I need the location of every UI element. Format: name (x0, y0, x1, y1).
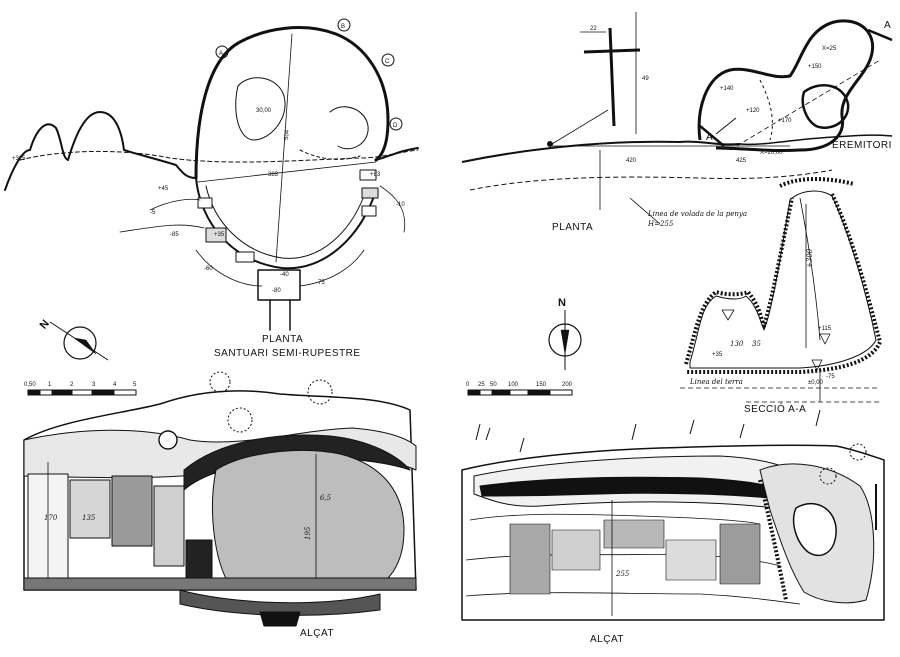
right-elevation-drawing (461, 409, 885, 621)
plan-dimension: X=20,00 (760, 150, 783, 156)
plan-dimension: +120 (746, 108, 760, 114)
section-dimension: +300 (806, 248, 814, 268)
scale-tick: 0,50 (24, 382, 36, 388)
left-elevation-labels: 170 135 195 6,5 ALÇAT (44, 494, 334, 639)
right-elevation-title: ALÇAT (590, 634, 624, 645)
plan-dimension: +140 (720, 86, 734, 92)
elevation-dimension: 170 (44, 514, 58, 522)
cross-dimension: 49 (642, 76, 649, 82)
point-c-label: C (385, 59, 390, 65)
left-plan-title: PLANTA (262, 334, 303, 345)
scale-tick: 25 (478, 382, 485, 388)
right-scale-bar: 0 25 50 100 150 200 (466, 382, 573, 396)
plan-dimension: +150 (808, 64, 822, 70)
scale-tick: 5 (133, 382, 137, 388)
level-label: -60 (204, 266, 213, 272)
level-label: +35 (214, 232, 225, 238)
level-label: -5 (150, 210, 156, 216)
section-dimension: ±0,00 (808, 380, 824, 386)
rock-overhang-height: H=255 (647, 220, 674, 228)
left-scale-bar: 0,50 1 2 3 4 5 (24, 382, 137, 396)
right-north-label: N (558, 297, 566, 309)
right-north-arrow: N (548, 297, 582, 370)
eremitori-label: EREMITORI (832, 140, 892, 151)
scale-tick: 4 (113, 382, 117, 388)
section-aa-drawing (680, 177, 882, 403)
right-plan-drawing (461, 19, 893, 225)
left-plan-drawing (4, 18, 419, 331)
cross-dimension: 22 (590, 26, 597, 32)
level-label: +45 (158, 186, 169, 192)
scale-tick: 50 (490, 382, 497, 388)
section-dimension: +115 (818, 326, 832, 332)
elevation-dimension: 255 (615, 570, 630, 578)
scale-tick: 100 (508, 382, 519, 388)
elevation-dimension: 135 (82, 514, 96, 522)
level-label: -80 (272, 288, 281, 294)
left-elevation-drawing (23, 371, 417, 627)
section-marker: A (706, 132, 713, 143)
left-elevation-title: ALÇAT (300, 628, 334, 639)
section-dimension: +35 (712, 352, 723, 358)
level-label: -40 (280, 272, 289, 278)
right-plan-title: PLANTA (552, 222, 593, 233)
scale-tick: 1 (48, 382, 52, 388)
section-aa-labels: +300 +115 +35 130 35 ±0,00 -75 Linea del… (689, 248, 835, 415)
plan-dimension: 420 (626, 158, 637, 164)
scale-tick: 150 (536, 382, 547, 388)
plan-dimension: +170 (778, 118, 792, 124)
scale-tick: 2 (70, 382, 74, 388)
scale-tick: 0 (466, 382, 470, 388)
level-label: -10 (396, 202, 405, 208)
left-plan-subtitle: SANTUARI SEMI-RUPESTRE (214, 348, 361, 359)
level-label: +83 (370, 172, 381, 178)
plan-dimension: X=25 (822, 46, 837, 52)
elevation-dimension: 6,5 (320, 494, 332, 502)
level-label: +325 (12, 156, 26, 162)
plan-dimension: 425 (736, 158, 747, 164)
width-dimension: 383 (268, 172, 279, 178)
section-dimension: 35 (752, 340, 761, 348)
ground-line-note: Linea del terra (689, 378, 743, 386)
section-dimension: -75 (826, 374, 835, 380)
right-elevation-labels: 255 ALÇAT (590, 570, 630, 645)
point-a-label: A (219, 51, 223, 57)
point-b-label: B (341, 24, 345, 30)
depth-dimension: 30,00 (256, 108, 272, 114)
section-title: SECCIÓ A-A (744, 402, 806, 415)
cross-drawing: 22 49 (547, 12, 649, 147)
left-plan-labels: A B C D 383 504 30,00 +325 +45 -5 -85 -6… (12, 24, 405, 359)
section-dimension: 130 (730, 340, 744, 348)
scale-tick: 3 (92, 382, 96, 388)
scale-tick: 200 (562, 382, 573, 388)
left-north-arrow: N (38, 318, 109, 361)
height-dimension: 504 (284, 129, 291, 140)
left-north-label: N (38, 318, 52, 332)
elevation-dimension: 195 (304, 526, 312, 540)
rock-overhang-note: Linea de volada de la penya (647, 210, 747, 218)
section-marker: A (884, 20, 891, 31)
level-label: -75 (316, 280, 325, 286)
right-plan-labels: 420 425 X=20,00 +140 +120 +170 X=25 +150… (552, 20, 892, 233)
point-d-label: D (393, 123, 398, 129)
level-label: -85 (170, 232, 179, 238)
